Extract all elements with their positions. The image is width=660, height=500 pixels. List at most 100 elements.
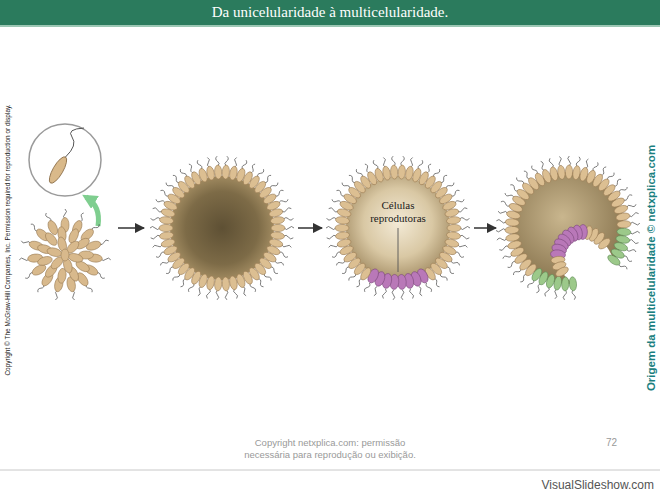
cell xyxy=(336,238,351,249)
flagellum xyxy=(419,286,422,295)
flagellum xyxy=(524,171,530,179)
cell xyxy=(390,165,398,179)
flagellum xyxy=(206,289,210,299)
flagellum xyxy=(66,128,85,157)
flagellum xyxy=(568,156,571,166)
flagellum xyxy=(434,169,440,177)
flagellum xyxy=(505,193,514,198)
flagellum xyxy=(156,252,165,257)
cell xyxy=(447,224,461,231)
flagellum xyxy=(458,245,468,248)
flagellum xyxy=(161,190,170,196)
flagellum xyxy=(173,273,180,280)
flagellum xyxy=(401,156,404,166)
flagellum xyxy=(357,279,363,287)
cell xyxy=(214,165,222,179)
flagellum xyxy=(496,220,506,223)
flagellum xyxy=(440,273,447,280)
flagellum xyxy=(329,245,339,248)
leader-line xyxy=(398,228,399,272)
cell xyxy=(335,231,350,240)
flagellum xyxy=(156,199,165,203)
sphere-fills xyxy=(170,172,624,284)
flagellum xyxy=(364,283,369,292)
flagellum xyxy=(459,235,469,239)
flagellum xyxy=(451,190,460,196)
flagellum xyxy=(629,213,639,217)
flagellum xyxy=(392,156,395,166)
cell xyxy=(569,277,577,292)
flagellum xyxy=(501,201,510,206)
cell xyxy=(222,165,230,179)
flagellum xyxy=(342,267,350,274)
flagellum xyxy=(242,160,247,169)
flagellum xyxy=(496,229,506,232)
flagellum xyxy=(593,162,598,171)
flagellum xyxy=(225,290,228,300)
flagellum xyxy=(264,175,271,182)
title-band-edge xyxy=(0,25,660,27)
stage-arrow xyxy=(474,227,496,229)
flagellum xyxy=(383,158,385,168)
flagellum xyxy=(225,156,228,166)
flagellum xyxy=(549,158,553,168)
flagellum xyxy=(189,164,194,173)
cell xyxy=(214,277,222,291)
footer-note: Copyright netxplica.com: permissão neces… xyxy=(232,437,428,461)
cell xyxy=(222,277,230,291)
flagellum xyxy=(282,208,292,212)
flagellum xyxy=(197,160,202,169)
flagellum xyxy=(499,246,509,251)
cell xyxy=(606,253,622,267)
cell xyxy=(228,275,238,290)
flagellum xyxy=(418,160,423,169)
watermark: Origem da multicelularidade © netxplica.… xyxy=(645,145,658,391)
flagellum xyxy=(426,283,431,292)
flagellum xyxy=(532,166,538,175)
flagellum xyxy=(283,235,293,239)
flagellum xyxy=(279,252,288,257)
flagellum xyxy=(513,269,521,276)
cell xyxy=(159,231,174,240)
sphere-interior xyxy=(346,176,450,280)
cell xyxy=(557,165,566,180)
flagellum xyxy=(153,245,163,248)
cell xyxy=(160,238,175,249)
flagellum xyxy=(623,195,632,200)
flagellum xyxy=(356,169,362,177)
flagellum xyxy=(188,283,193,292)
flagellum xyxy=(264,273,271,280)
stage-arrow xyxy=(118,227,144,229)
slide-title: Da unicelularidade à multicelularidade. xyxy=(0,3,660,22)
flagellum xyxy=(329,208,339,212)
flagellum xyxy=(365,164,370,173)
flagellum xyxy=(258,279,264,287)
flagellum xyxy=(619,264,627,270)
flagellum xyxy=(555,289,557,299)
flagellum xyxy=(440,175,447,182)
invaginated-sphere-interior xyxy=(512,172,624,284)
flagellum xyxy=(572,290,575,300)
flagellum xyxy=(619,187,627,193)
flagellum xyxy=(151,235,161,239)
cell xyxy=(335,216,350,225)
cell xyxy=(505,218,520,227)
flagellum xyxy=(207,158,209,168)
flagellum xyxy=(326,227,336,230)
cell xyxy=(61,249,69,261)
flagellum xyxy=(337,260,346,265)
flagellum xyxy=(559,157,561,167)
cell xyxy=(159,216,174,225)
copyright-note: Copyright © The McGraw-Hill Companies, I… xyxy=(4,104,12,375)
flagellum xyxy=(601,167,606,176)
flagellum xyxy=(630,222,640,225)
cell xyxy=(565,165,572,179)
cell xyxy=(398,165,406,179)
flagellum xyxy=(153,208,163,212)
cell xyxy=(617,228,631,236)
flagellum xyxy=(576,157,580,167)
flagellum xyxy=(279,199,288,203)
title-band xyxy=(0,0,660,25)
flagellum xyxy=(411,158,413,168)
